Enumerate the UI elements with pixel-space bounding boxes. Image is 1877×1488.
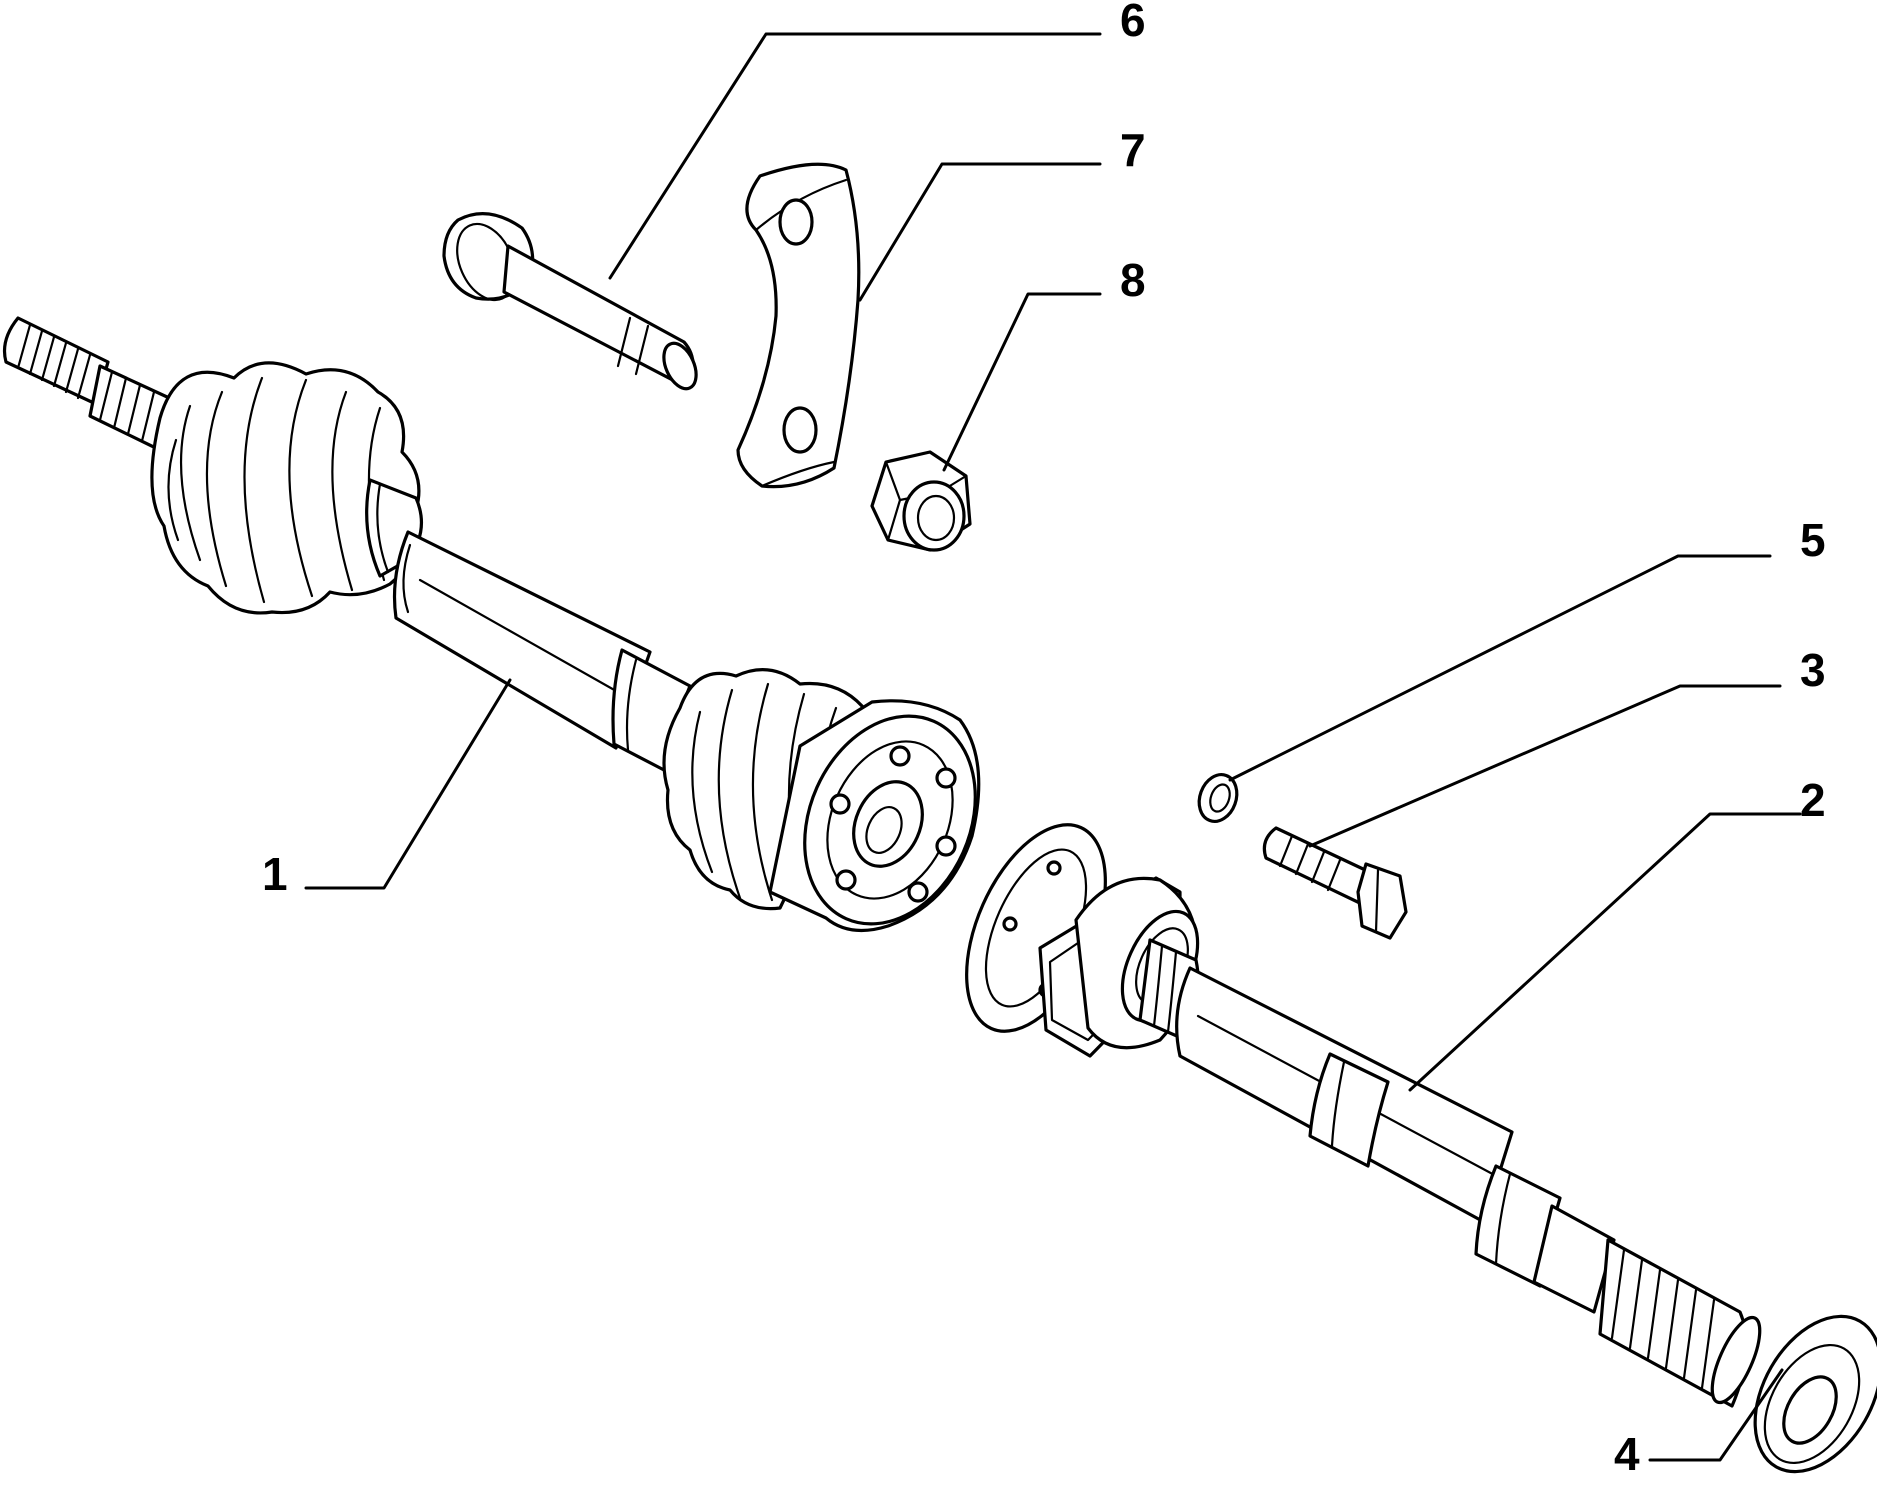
leader-7 (858, 162, 1102, 302)
callout-4: 4 (1614, 1428, 1640, 1480)
callout-1: 1 (262, 848, 288, 900)
callout-8: 8 (1120, 254, 1146, 306)
inner-joint-housing (768, 699, 981, 933)
part-3-bolt (1262, 826, 1408, 940)
callout-5: 5 (1800, 514, 1826, 566)
callout-3: 3 (1800, 644, 1826, 696)
part-8-nut (870, 450, 972, 552)
part-5-small-washer (1197, 773, 1239, 823)
threaded-stub (2, 316, 180, 454)
part-7-curved-plate (736, 162, 861, 489)
part-6-long-bolt (442, 212, 698, 391)
leader-6 (608, 32, 1102, 280)
splined-end (1598, 1238, 1762, 1408)
leader-1 (304, 678, 512, 890)
leader-4 (1648, 1368, 1784, 1462)
shaft-bar (392, 530, 692, 772)
callout-2: 2 (1800, 774, 1826, 826)
part-4-seal-washer (1753, 1314, 1877, 1474)
callout-6: 6 (1120, 0, 1146, 46)
callout-labels: 1 2 3 4 5 6 7 8 (262, 0, 1826, 1480)
part-1-driveshaft (2, 316, 981, 933)
callout-7: 7 (1120, 124, 1146, 176)
leader-lines (304, 32, 1802, 1462)
leader-2 (1408, 812, 1802, 1092)
inner-cv-boot (662, 668, 872, 911)
leader-5 (1228, 554, 1772, 782)
leader-8 (942, 292, 1102, 472)
part-2-flanged-shaft (965, 823, 1762, 1408)
leader-3 (1308, 684, 1782, 848)
